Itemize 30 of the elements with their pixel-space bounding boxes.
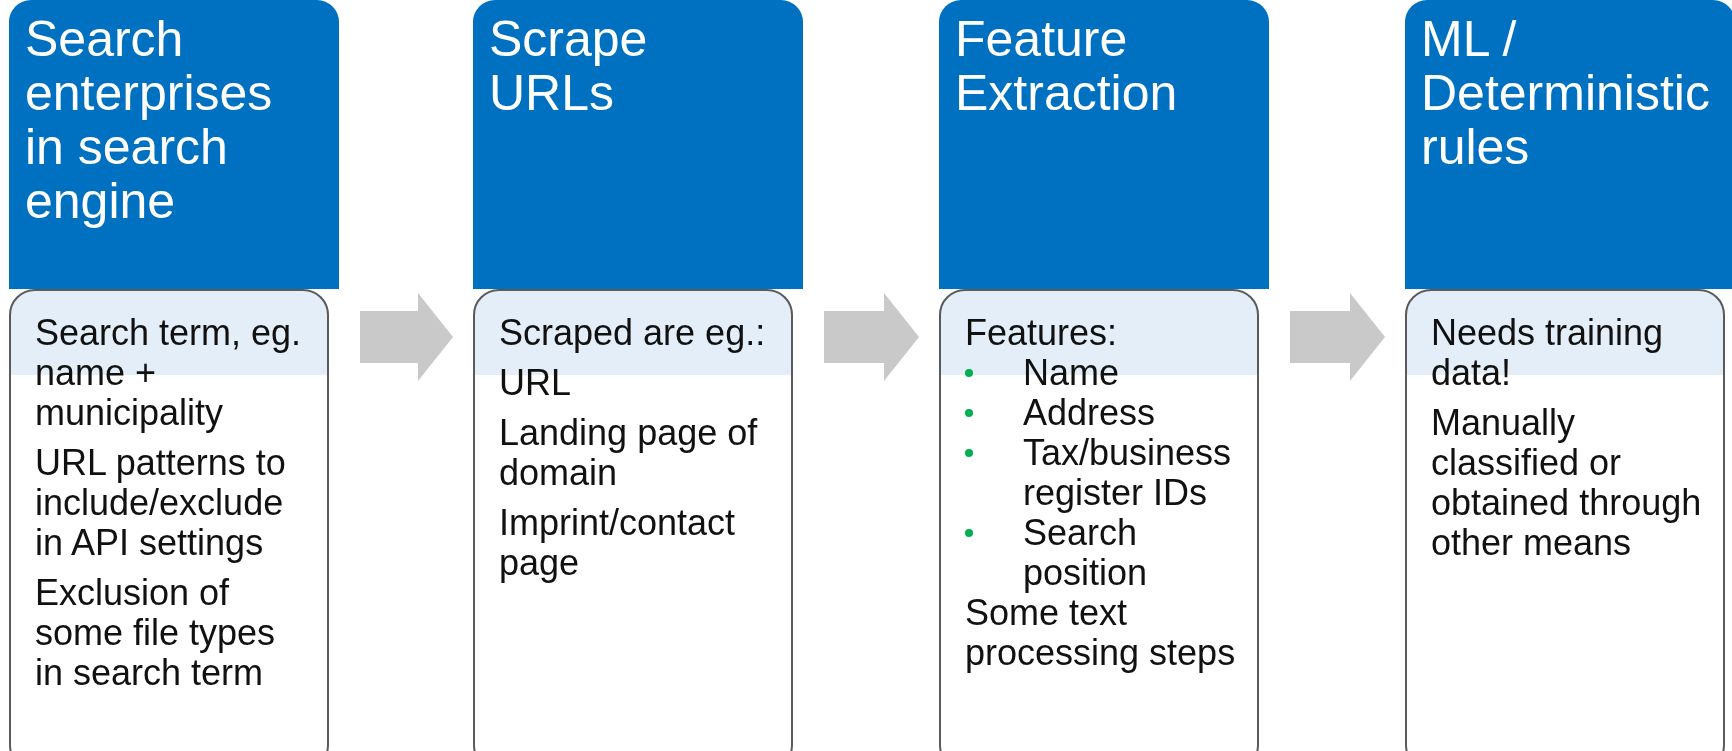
step-header — [473, 0, 803, 289]
block-arrow — [1290, 293, 1385, 381]
step-header — [9, 0, 339, 289]
step-card — [1405, 289, 1725, 751]
step-title: ML / Deterministic rules — [1421, 12, 1711, 174]
step-card — [9, 289, 329, 751]
step-title: Scrape URLs — [489, 12, 649, 120]
card-text: URL — [499, 363, 573, 403]
card-text: URL patterns to include/exclude in API settings — [35, 443, 287, 563]
card-text: Search term, eg. name + municipality — [35, 313, 303, 433]
feature-item: Search position — [1023, 513, 1149, 593]
card-text: Features: — [965, 313, 1119, 353]
step-card — [939, 289, 1259, 751]
card-text: Needs training data! — [1431, 313, 1665, 393]
step-header — [1405, 0, 1732, 289]
step-card — [473, 289, 793, 751]
card-text: Exclusion of some file types in search term — [35, 573, 277, 693]
feature-item: Name — [1023, 353, 1120, 393]
card-text: Imprint/contact page — [499, 503, 737, 583]
feature-item: Tax/business register IDs — [1023, 433, 1233, 513]
step-title: Search enterprises in search engine — [25, 12, 274, 228]
block-arrow — [360, 293, 453, 381]
feature-item: Address — [1023, 393, 1156, 433]
step-header — [939, 0, 1269, 289]
card-text: Some text processing steps — [965, 593, 1237, 673]
card-text: Scraped are eg.: — [499, 313, 767, 353]
block-arrow — [824, 293, 919, 381]
step-title: Feature Extraction — [955, 12, 1179, 120]
card-text: Manually classified or obtained through other means — [1431, 403, 1703, 563]
card-text: Landing page of domain — [499, 413, 759, 493]
